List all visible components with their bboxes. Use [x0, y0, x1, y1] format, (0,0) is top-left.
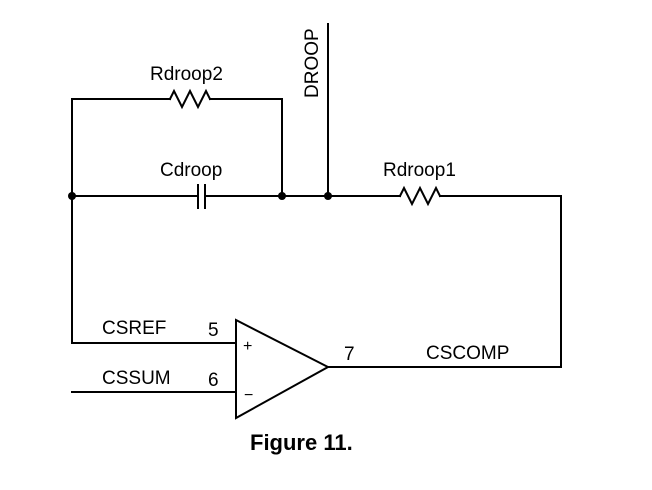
- cdroop-label: Cdroop: [160, 160, 222, 181]
- opamp-plus-sign: +: [243, 338, 252, 355]
- pin-6-label: 6: [208, 370, 219, 391]
- junction-dot-left: [68, 192, 76, 200]
- rdroop2-left-wire: [71, 98, 171, 197]
- rdroop1-right-wire: [439, 195, 562, 368]
- rdroop1-label: Rdroop1: [383, 160, 456, 181]
- opamp-triangle: [235, 318, 331, 420]
- cscomp-label: CSCOMP: [426, 343, 509, 364]
- pin-7-label: 7: [344, 344, 355, 365]
- cssum-label: CSSUM: [102, 368, 171, 389]
- rdroop2-right-wire: [209, 98, 283, 197]
- rdroop2-resistor: [168, 88, 212, 110]
- figure-caption: Figure 11.: [250, 430, 353, 455]
- csref-wire: [71, 195, 237, 344]
- junction-dot-cdroop: [278, 192, 286, 200]
- pin-5-label: 5: [208, 320, 219, 341]
- opamp-minus-sign: −: [244, 387, 253, 404]
- droop-label: DROOP: [302, 28, 323, 98]
- junction-dot-droop: [324, 192, 332, 200]
- rdroop2-label: Rdroop2: [150, 64, 223, 85]
- rdroop1-resistor: [398, 185, 442, 207]
- csref-label: CSREF: [102, 318, 166, 339]
